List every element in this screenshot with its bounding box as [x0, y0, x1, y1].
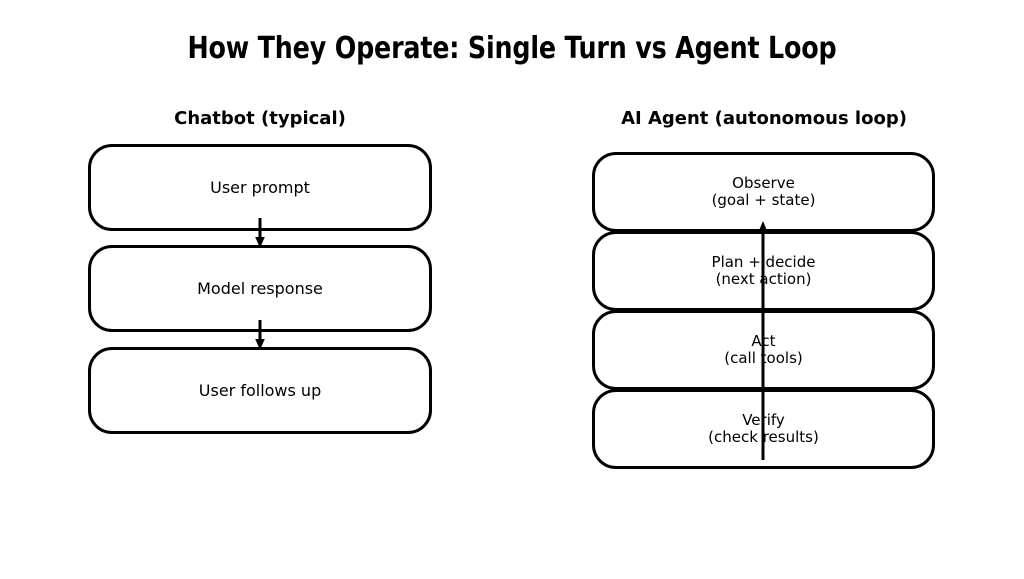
node-plan-decide-label: Plan + decide (next action) — [711, 253, 816, 288]
node-user-follows-up-label: User follows up — [198, 380, 322, 400]
column-heading-chatbot: Chatbot (typical) — [174, 108, 346, 129]
node-plan-decide[interactable]: Plan + decide (next action) — [592, 231, 935, 311]
node-verify[interactable]: Verify (check results) — [592, 389, 935, 469]
node-observe[interactable]: Observe (goal + state) — [592, 152, 935, 232]
column-heading-ai-agent: AI Agent (autonomous loop) — [621, 108, 907, 129]
node-model-response-label: Model response — [197, 278, 323, 298]
node-model-response[interactable]: Model response — [88, 245, 432, 332]
node-user-prompt[interactable]: User prompt — [88, 144, 432, 231]
node-act-label: Act (call tools) — [724, 332, 803, 367]
node-user-prompt-label: User prompt — [210, 177, 310, 197]
node-verify-label: Verify (check results) — [708, 411, 819, 446]
page-title: How They Operate: Single Turn vs Agent L… — [187, 31, 837, 66]
node-user-follows-up[interactable]: User follows up — [88, 347, 432, 434]
node-observe-label: Observe (goal + state) — [711, 174, 816, 209]
node-act[interactable]: Act (call tools) — [592, 310, 935, 390]
